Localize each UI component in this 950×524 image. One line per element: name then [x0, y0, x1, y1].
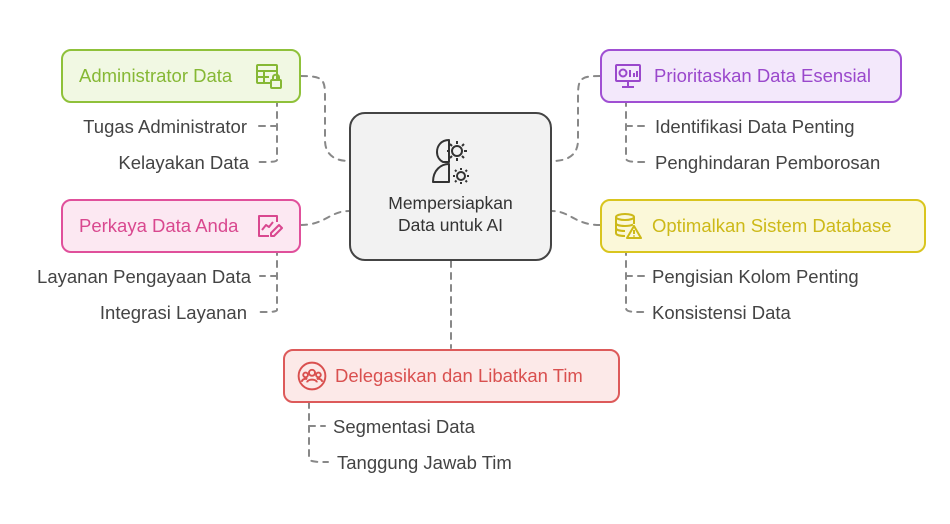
branch-admin-label: Administrator Data [79, 65, 233, 86]
branch-deleg-node: Delegasikan dan Libatkan Tim [283, 349, 620, 403]
prior-item-1: Identifikasi Data Penting [655, 116, 855, 137]
central-title: Mempersiapkan Data untuk AI [388, 193, 513, 235]
edit-chart-icon [258, 215, 283, 237]
database-warning-icon [615, 213, 642, 239]
team-icon [297, 361, 327, 391]
table-lock-icon [256, 64, 282, 89]
branch-prior-label: Prioritaskan Data Esensial [654, 65, 871, 86]
branch-optim-label: Optimalkan Sistem Database [652, 215, 892, 236]
branch-optim-node: Optimalkan Sistem Database [600, 199, 926, 253]
prior-item-2: Penghindaran Pemborosan [655, 152, 881, 173]
head-gear-icon [431, 139, 469, 184]
deleg-item-1: Segmentasi Data [333, 416, 475, 437]
branch-enrich-label: Perkaya Data Anda [79, 215, 239, 236]
admin-item-1: Tugas Administrator [83, 116, 247, 137]
optim-item-1: Pengisian Kolom Penting [652, 266, 859, 287]
enrich-item-1: Layanan Pengayaan Data [37, 266, 251, 287]
monitor-chart-icon [615, 64, 641, 88]
enrich-item-2: Integrasi Layanan [99, 302, 247, 323]
branch-admin-node: Administrator Data [61, 49, 301, 103]
branch-enrich-node: Perkaya Data Anda [61, 199, 301, 253]
central-topic: Mempersiapkan Data untuk AI [349, 112, 552, 261]
branch-prior-node: Prioritaskan Data Esensial [600, 49, 902, 103]
admin-item-2: Kelayakan Data [118, 152, 249, 173]
deleg-item-2: Tanggung Jawab Tim [337, 452, 512, 473]
branch-deleg-label: Delegasikan dan Libatkan Tim [335, 365, 583, 386]
optim-item-2: Konsistensi Data [652, 302, 791, 323]
